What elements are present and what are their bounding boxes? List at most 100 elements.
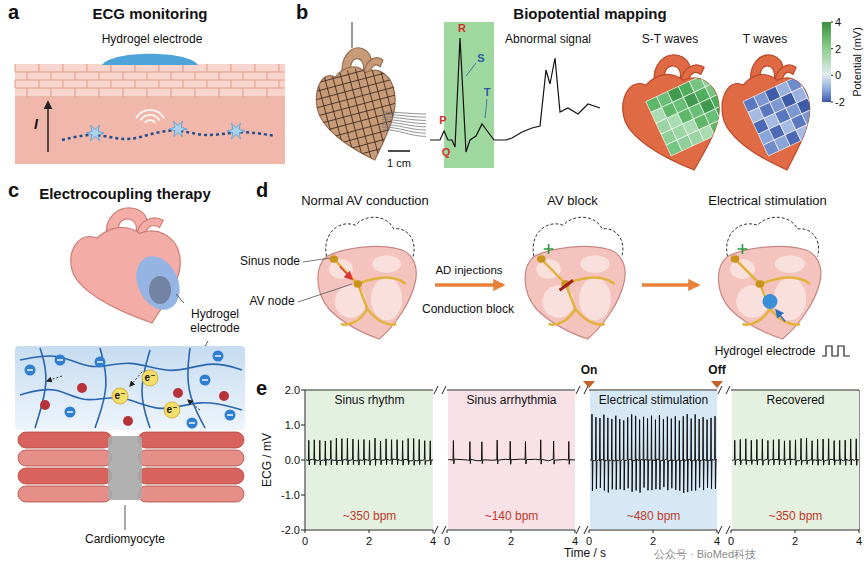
heart-outline bbox=[722, 74, 810, 170]
colorbar bbox=[822, 22, 831, 102]
mapped-heart bbox=[722, 55, 810, 170]
axis-break bbox=[434, 386, 438, 394]
skin-cell-line bbox=[195, 88, 196, 97]
skin-cell-line bbox=[219, 72, 220, 80]
heart-rate-label: ~480 bpm bbox=[624, 510, 684, 524]
wave-label: R bbox=[458, 22, 466, 35]
colorbar-tick-label: 2 bbox=[835, 43, 841, 56]
heart-wall bbox=[525, 247, 625, 340]
skin-cell-line bbox=[159, 80, 160, 88]
potential-cell bbox=[700, 71, 716, 87]
skin-cell-line bbox=[123, 88, 124, 97]
av-node bbox=[756, 280, 765, 288]
skin-cell-line bbox=[111, 80, 112, 88]
heart-chamber bbox=[580, 255, 609, 273]
plus-sign bbox=[738, 244, 748, 254]
conduction-pathway bbox=[541, 259, 614, 325]
electron bbox=[164, 402, 180, 418]
panel-title: Electrocoupling therapy bbox=[39, 185, 211, 202]
x-tick bbox=[369, 530, 370, 533]
conduction-block bbox=[560, 280, 573, 290]
polymer-chain bbox=[95, 348, 106, 428]
minus-sign bbox=[202, 379, 208, 380]
electrode-wire bbox=[382, 120, 426, 124]
skin-cell-line bbox=[243, 72, 244, 80]
patch-shadow bbox=[149, 276, 171, 304]
ecg-phase-band: Sinus rhythm ~350 bpm bbox=[306, 391, 433, 529]
electron-label: e⁻ bbox=[167, 404, 178, 416]
heart-rate-label: ~350 bpm bbox=[340, 510, 400, 524]
dermis-layer bbox=[15, 98, 285, 164]
hydrogel-patch bbox=[128, 249, 188, 317]
skin-cell-line bbox=[147, 88, 148, 97]
skin-cell-line bbox=[135, 64, 136, 72]
skin-cell-line bbox=[243, 88, 244, 97]
skin-cell-line bbox=[123, 72, 124, 80]
skin-cell-line bbox=[159, 64, 160, 72]
ecg-trace-area bbox=[590, 391, 717, 529]
leader-line bbox=[303, 258, 330, 262]
heart-chamber bbox=[543, 285, 575, 318]
anion bbox=[225, 410, 236, 421]
panel-letter: d bbox=[256, 179, 268, 202]
x-tick-label: 0 bbox=[728, 535, 734, 548]
colorbar-tick bbox=[831, 48, 833, 49]
heart-rate-label: ~350 bpm bbox=[766, 510, 826, 524]
nerve-cell bbox=[86, 125, 104, 141]
part-label: Abnormal signal bbox=[505, 33, 591, 47]
potential-cell bbox=[802, 82, 818, 98]
axis-title: Time / s bbox=[564, 547, 606, 561]
phase-title: Sinus rhythm bbox=[331, 394, 407, 408]
panel-title: Biopotential mapping bbox=[513, 5, 666, 22]
signal-arc bbox=[145, 120, 155, 123]
x-tick-label: 4 bbox=[430, 535, 436, 548]
axis-break bbox=[726, 386, 730, 394]
skin-cell-line bbox=[231, 64, 232, 72]
electron bbox=[112, 388, 128, 404]
charge-flow-arrow bbox=[188, 400, 200, 410]
x-tick bbox=[305, 530, 306, 533]
x-tick-label: 2 bbox=[792, 535, 798, 548]
skin-cell-line bbox=[75, 72, 76, 80]
x-tick bbox=[859, 530, 860, 533]
potential-cell bbox=[813, 104, 829, 120]
skin-cell-line bbox=[99, 88, 100, 97]
axis-break bbox=[576, 386, 580, 394]
x-tick bbox=[731, 530, 732, 533]
skin-cell-line bbox=[39, 64, 40, 72]
skin-cell-line bbox=[15, 80, 16, 88]
cardiomyocyte-cell bbox=[18, 468, 112, 484]
cation bbox=[123, 416, 133, 426]
skin-cell-line bbox=[87, 64, 88, 72]
axis-break bbox=[718, 386, 722, 394]
skin-cell-line bbox=[267, 88, 268, 97]
skin-cell-line bbox=[171, 88, 172, 97]
axis-break bbox=[584, 386, 588, 394]
electrode-wire bbox=[382, 112, 426, 114]
hydrogel-electrode bbox=[763, 294, 778, 309]
axis-break bbox=[434, 526, 438, 534]
skin-layer-line bbox=[15, 97, 285, 98]
polymer-chain bbox=[20, 356, 242, 370]
cardiomyocyte-cell bbox=[18, 450, 112, 466]
y-tick bbox=[301, 425, 305, 426]
switch-marker bbox=[711, 381, 723, 388]
ecg-phase-band: Electrical stimulation~480 bpm bbox=[590, 391, 717, 529]
y-tick-label: 2.0 bbox=[285, 384, 300, 397]
stage-panel: Electrical stimulation bbox=[700, 192, 835, 357]
ecg-trace bbox=[732, 438, 859, 465]
sinus-node bbox=[537, 255, 546, 263]
skin-cell-line bbox=[39, 80, 40, 88]
switch-label: On bbox=[581, 364, 598, 378]
skin-cell-line bbox=[111, 64, 112, 72]
y-tick-label: 1.0 bbox=[285, 419, 300, 432]
skin-cell-line bbox=[183, 80, 184, 88]
skin-cell-line bbox=[135, 80, 136, 88]
skin-cell-line bbox=[279, 80, 280, 88]
heart-chamber bbox=[335, 285, 366, 318]
y-tick bbox=[301, 530, 305, 531]
anion bbox=[95, 357, 106, 368]
minus-sign bbox=[57, 359, 63, 360]
skin-cell-line bbox=[63, 80, 64, 88]
